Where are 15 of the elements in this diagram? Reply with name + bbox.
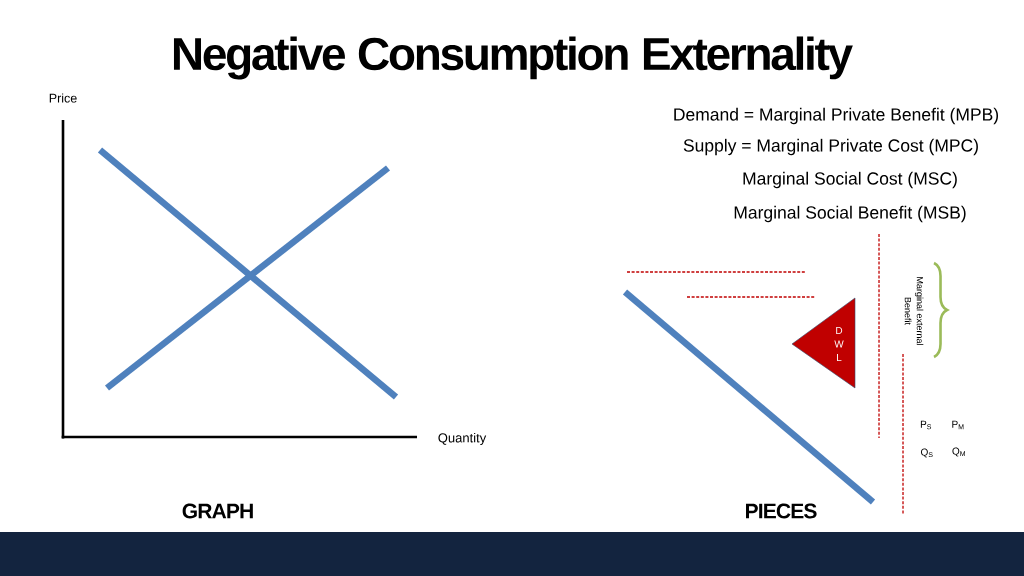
panel-heading: PIECES [746,503,817,519]
definition-text: Marginal Social Benefit (MSB) [734,205,966,223]
definition-text: Demand = Marginal Private Benefit (MPB) [674,107,999,125]
symbol-label: Q$_{S}$ [921,448,933,458]
brace-label: Marginal external Benefit [904,277,924,345]
definition-text: Supply = Marginal Private Cost (MPC) [683,138,978,156]
triangle: D W L [791,297,856,389]
symbol-label: P$_{M}$ [952,420,964,430]
symbol-label: P$_{S}$ [920,420,932,430]
axis-label: Price [49,93,77,103]
panel-heading: GRAPH [182,503,253,519]
symbol-label: Q$_{M}$ [952,447,965,457]
axis-label: Quantity [438,432,487,446]
definition-text: Marginal Social Cost (MSC) [743,171,957,189]
title: Negative Consumption Externality [173,36,853,80]
